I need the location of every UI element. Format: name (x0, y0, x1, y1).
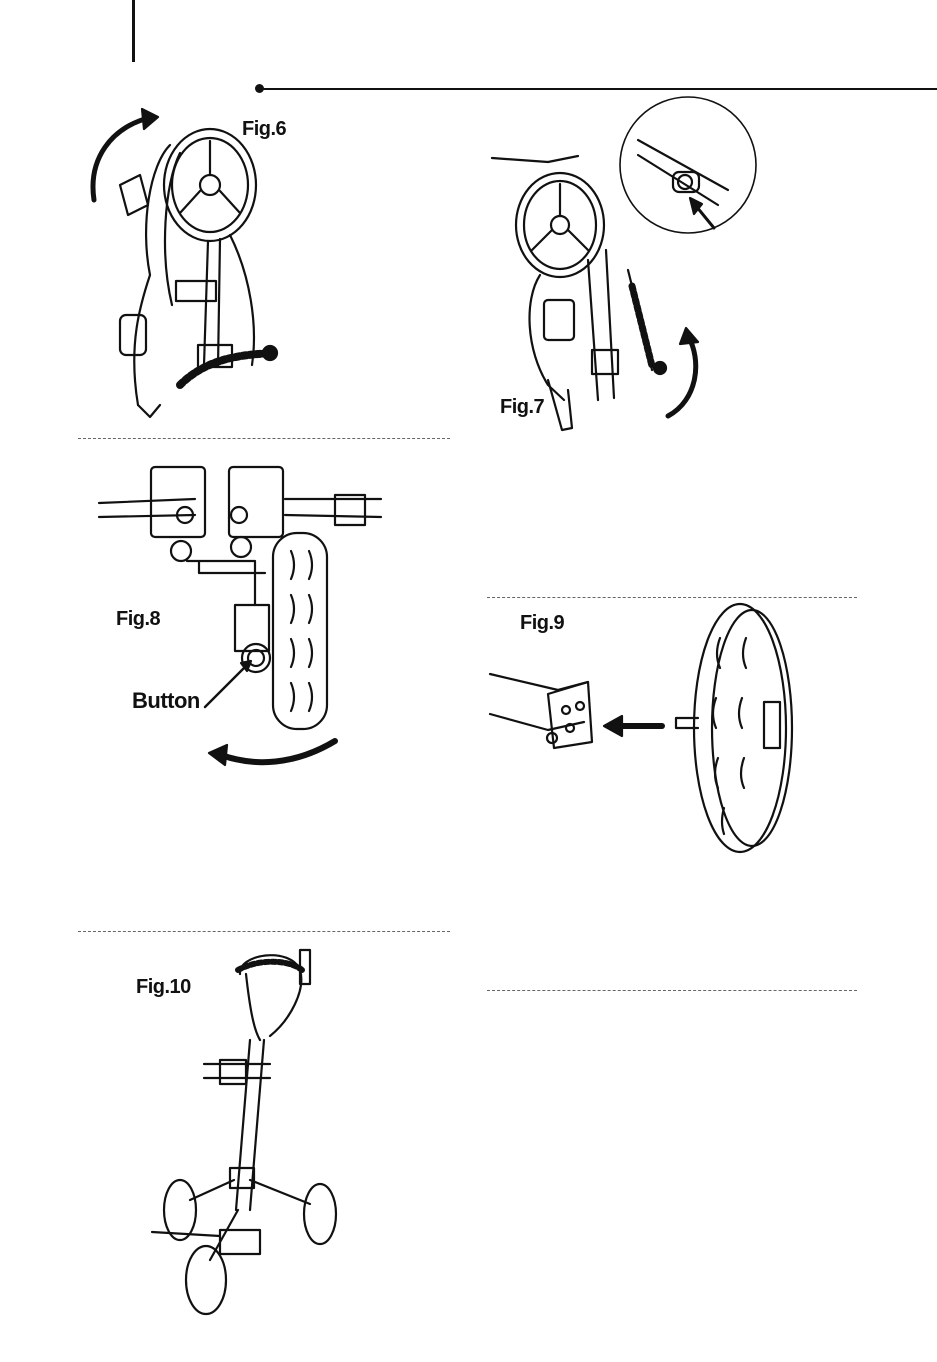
separator-right-2 (487, 990, 857, 991)
header-rule-dot (255, 84, 264, 93)
separator-left-1 (78, 438, 450, 439)
separator-left-2 (78, 931, 450, 932)
fig7-folded-trolley-illustration (488, 100, 758, 440)
fig9-wheel-attach-illustration (488, 598, 818, 868)
fig8-label: Fig.8 (116, 608, 160, 631)
fig6-folded-trolley-illustration (80, 105, 330, 425)
fig8-button-callout: Button (132, 688, 200, 714)
fig10-assembled-trolley-illustration (150, 940, 350, 1320)
fig7-label: Fig.7 (500, 396, 544, 419)
header-vertical-bar (132, 0, 135, 62)
header-rule (260, 88, 937, 90)
